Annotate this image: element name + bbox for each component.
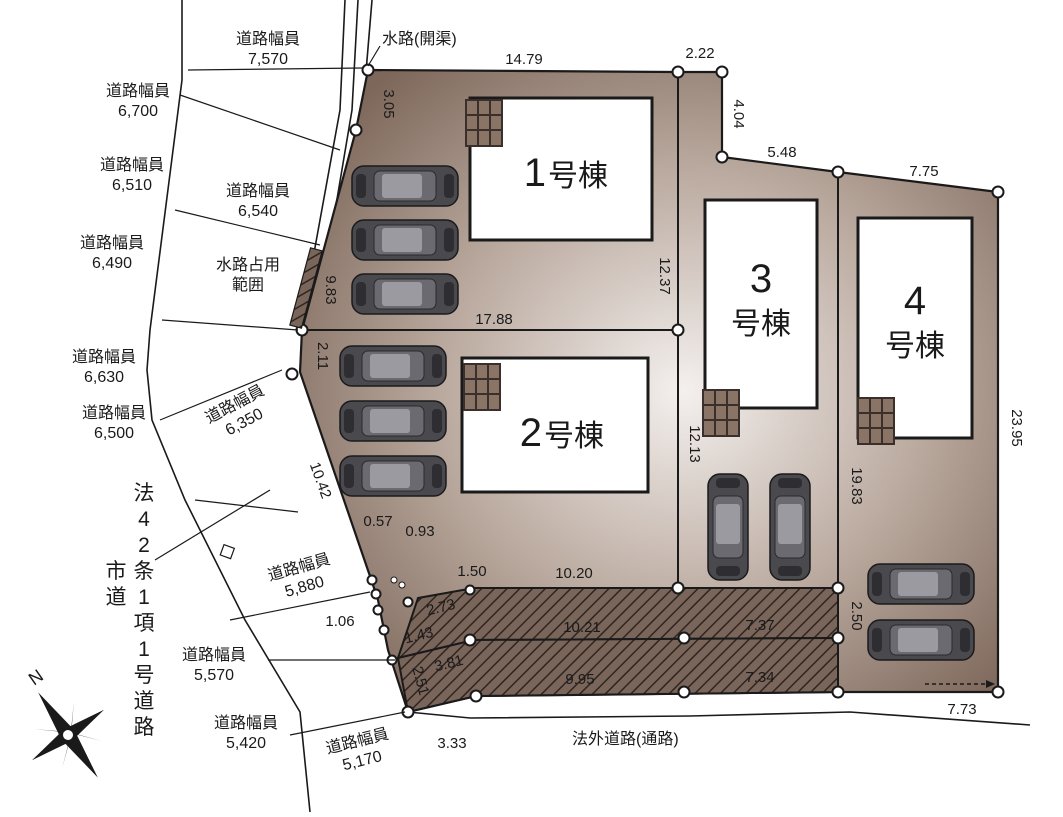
outside-road-label: 法外道路(通路)	[572, 730, 679, 748]
rw-value-5: 6,490	[92, 255, 132, 272]
dim-773: 7.73	[947, 701, 976, 718]
building-4-num: 4	[904, 279, 926, 323]
dim-1021: 10.21	[563, 619, 601, 636]
rw-label-7: 道路幅員	[82, 404, 146, 422]
rw-value-1: 7,570	[248, 51, 288, 68]
entrance-2	[463, 363, 501, 411]
car-3a	[707, 473, 749, 581]
compass-north-label: N	[25, 665, 47, 689]
rw-value-2: 6,700	[118, 103, 158, 120]
entrance-3	[702, 389, 740, 437]
dim-143: 1.43	[403, 624, 435, 648]
dim-2395: 23.95	[1008, 409, 1025, 447]
car-4b	[867, 619, 975, 661]
building-4-suffix: 号棟	[885, 330, 945, 363]
rw-value-6: 6,630	[84, 369, 124, 386]
rw-value-11: 5,420	[226, 735, 266, 752]
dim-1020: 10.20	[555, 565, 593, 582]
building-2-num: 2	[520, 411, 542, 455]
car-1a	[351, 165, 459, 207]
dim-211: 2.11	[314, 342, 331, 370]
car-2c	[339, 455, 447, 497]
rw-value-3: 6,510	[112, 177, 152, 194]
road-marker	[219, 543, 236, 560]
dim-057: 0.57	[363, 513, 392, 530]
compass-rose	[31, 692, 105, 778]
car-4a	[867, 563, 975, 605]
waterway-area-line1: 水路占用	[216, 256, 280, 274]
rw-value-4: 6,540	[238, 203, 278, 220]
legal-road-col-2: 市道	[106, 560, 127, 609]
building-1-num: 1	[524, 151, 546, 195]
rw-label-5: 道路幅員	[80, 234, 144, 252]
rw-label-4: 道路幅員	[226, 182, 290, 200]
dim-737: 7.37	[745, 617, 774, 634]
dim-222: 2.22	[685, 45, 714, 62]
dim-250: 2.50	[848, 601, 865, 630]
dim-333: 3.33	[437, 735, 466, 752]
building-4	[856, 216, 974, 440]
dim-381: 3.81	[433, 652, 465, 676]
dim-1213: 12.13	[686, 425, 703, 463]
dim-1042: 10.42	[306, 460, 335, 501]
rw-label-6: 道路幅員	[72, 348, 136, 366]
waterway-leader	[367, 45, 381, 67]
dim-775: 7.75	[909, 163, 938, 180]
rw-value-7: 6,500	[94, 425, 134, 442]
rw-label-3: 道路幅員	[100, 156, 164, 174]
car-2b	[339, 400, 447, 442]
building-1-suffix: 号棟	[548, 160, 608, 193]
dim-1479: 14.79	[505, 51, 543, 68]
waterway-occupancy-strip	[289, 247, 323, 329]
building-3	[703, 198, 819, 410]
car-3b	[769, 473, 811, 581]
road-width-labels: 道路幅員 7,570 道路幅員 6,700 道路幅員 6,510 道路幅員 6,…	[72, 30, 391, 774]
dim-305: 3.05	[380, 89, 397, 118]
waterway-area-line2: 範囲	[232, 276, 264, 294]
dimension-labels: 14.79 2.22 3.05 4.04 5.48 7.75 9.83 12.3…	[306, 45, 1025, 752]
dim-995: 9.95	[565, 671, 594, 688]
dim-106: 1.06	[325, 613, 354, 630]
building-2-suffix: 号棟	[544, 420, 604, 453]
building-3-num: 3	[750, 257, 772, 301]
road-width-leaders	[154, 67, 406, 736]
rw-label-11: 道路幅員	[214, 714, 278, 732]
dim-093: 0.93	[405, 523, 434, 540]
dim-251: 2.51	[408, 665, 432, 698]
entrance-4	[857, 397, 895, 445]
car-2a	[339, 345, 447, 387]
car-1c	[351, 273, 459, 315]
rw-label-10: 道路幅員	[182, 646, 246, 664]
building-3-suffix: 号棟	[731, 308, 791, 341]
car-1b	[351, 219, 459, 261]
entrance-1	[465, 99, 503, 147]
outside-road-line	[407, 711, 1031, 726]
rw-value-10: 5,570	[194, 667, 234, 684]
waterway-open-label: 水路(開渠)	[382, 30, 457, 48]
dim-734: 7.34	[745, 669, 774, 686]
small-dot-2	[398, 581, 406, 589]
dim-150: 1.50	[457, 563, 486, 580]
dim-273: 2.73	[425, 596, 457, 620]
dim-983: 9.83	[322, 275, 339, 304]
dim-1788: 17.88	[475, 311, 513, 328]
arrow-head	[986, 680, 995, 688]
rw-label-2: 道路幅員	[106, 82, 170, 100]
dim-548: 5.48	[767, 144, 796, 161]
dim-1983: 19.83	[848, 467, 865, 505]
dim-1237: 12.37	[656, 257, 673, 295]
dim-404: 4.04	[730, 99, 747, 128]
rw-label-1: 道路幅員	[236, 30, 300, 48]
small-dot-1	[390, 576, 398, 584]
